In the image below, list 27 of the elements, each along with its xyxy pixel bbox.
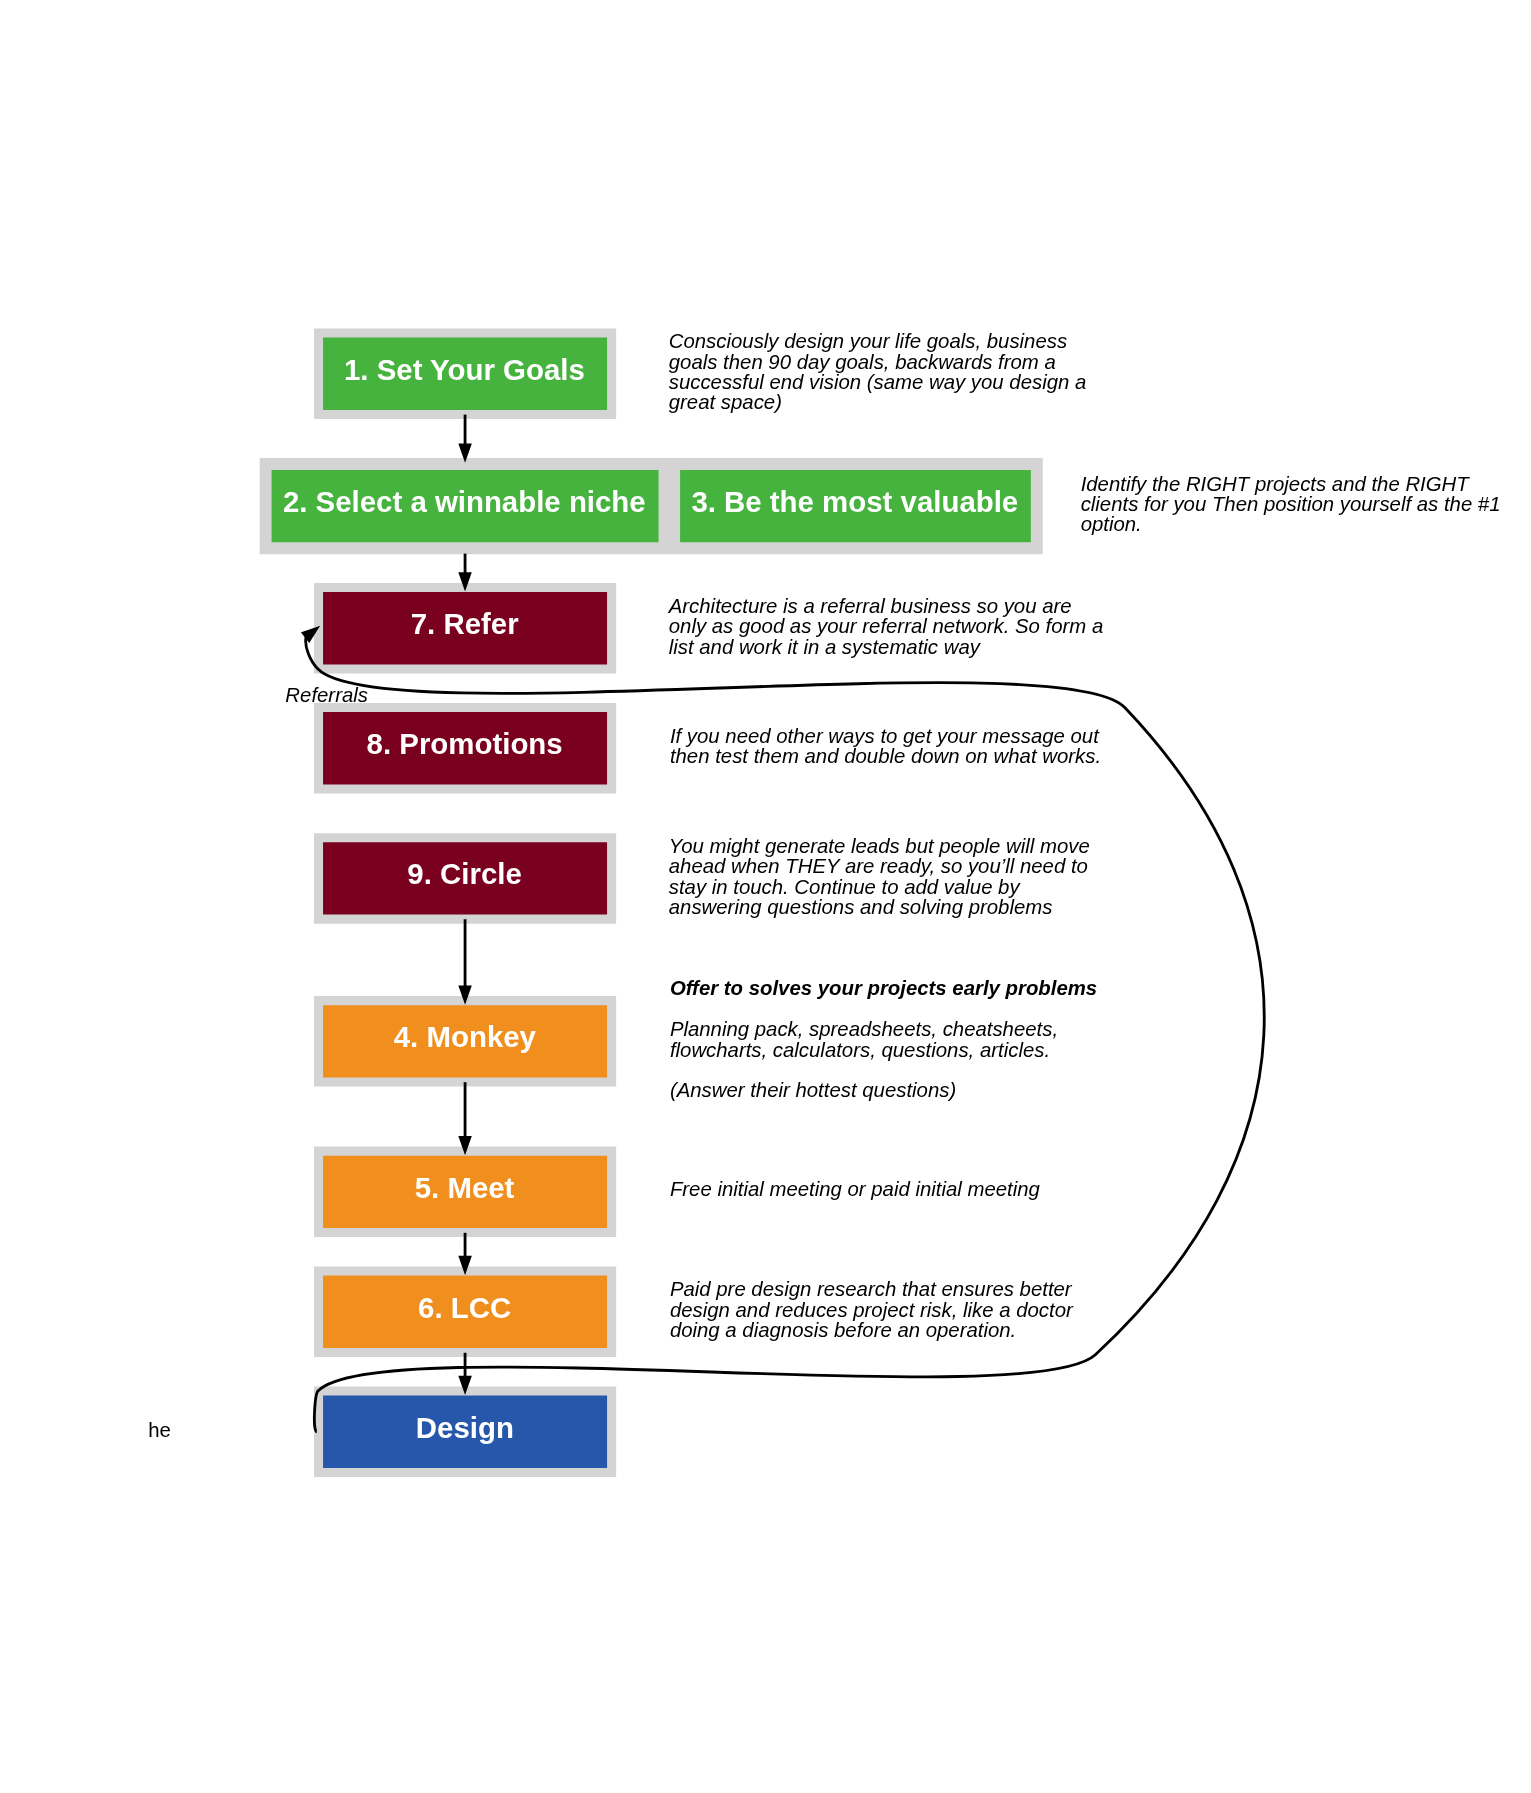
node-box: 4. Monkey	[314, 996, 617, 1087]
node-label: Architecture is a referral business so you are only as good as your referral network. So form a list and work it in a systematic way	[668, 594, 1104, 658]
node-label: (Answer their hottest questions)	[669, 1079, 957, 1102]
node-box: 6. LCC	[314, 1266, 617, 1358]
arrow	[458, 1082, 472, 1156]
arrow	[300, 625, 1265, 1432]
node-label: You might generate leads but people will move ahead when THEY are ready, so you’ll need to stay in touch. Continue to add value by answering questions and solving problems	[668, 834, 1090, 918]
node-box: 9. Circle	[314, 833, 617, 924]
node-label: Free initial meeting or paid initial meeting	[669, 1177, 1040, 1200]
edge-label: Referrals	[285, 683, 368, 706]
node-box: 8. Promotions	[314, 703, 617, 794]
arrow	[458, 919, 472, 1005]
node-label: Offer to solves your projects early problems	[669, 977, 1098, 1000]
node-label: Paid pre design research that ensures better design and reduces project risk, like a doctor doing a diagnosis before an operation.	[669, 1278, 1073, 1342]
label: he	[148, 1418, 171, 1441]
arrow	[458, 414, 472, 463]
arrow	[458, 553, 472, 592]
node-box: 5. Meet	[314, 1146, 617, 1238]
arrow	[458, 1232, 472, 1276]
node-label: If you need other ways to get your message out then test them and double down on what works.	[669, 725, 1102, 768]
node-box: 1. Set Your Goals	[314, 328, 617, 419]
node-box: 7. Refer	[314, 583, 617, 674]
node-label: Planning pack, spreadsheets, cheatsheets, flowcharts, calculators, questions, articles.	[669, 1018, 1059, 1061]
node-label: Identify the RIGHT projects and the RIGHT clients for you Then position yourself as the #1 option.	[1080, 472, 1501, 536]
node-box: Design	[314, 1386, 617, 1477]
node-label: Consciously design your life goals, business goals then 90 day goals, backwards from a successful end vision (same way you design a great space)	[668, 330, 1087, 414]
arrow	[458, 1352, 472, 1396]
